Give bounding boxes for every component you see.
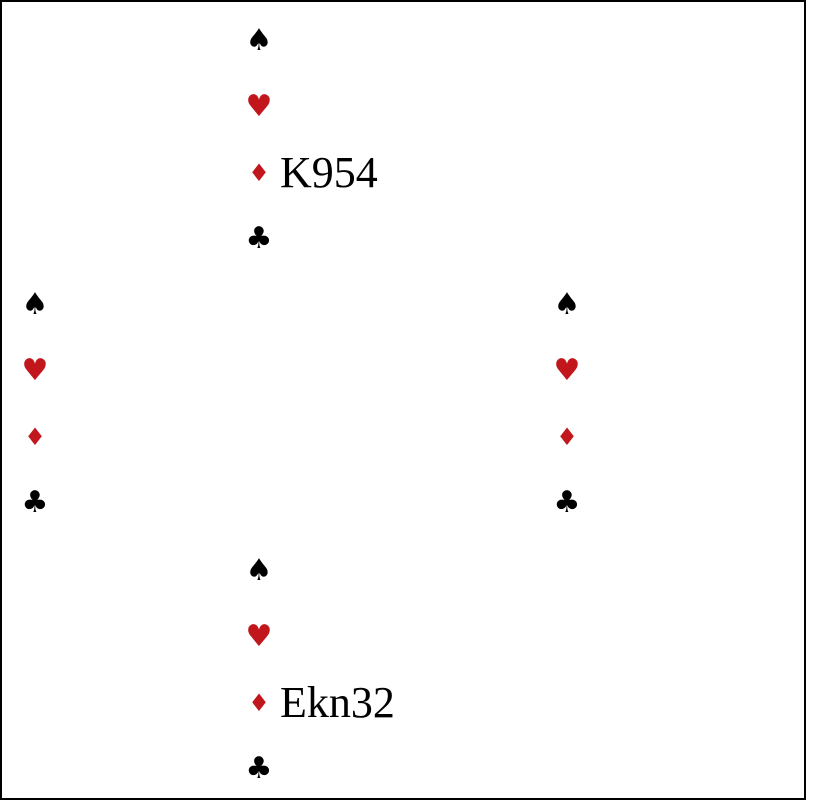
club-icon: ♣ [21, 485, 49, 520]
south-diamonds-cards: Ekn32 [280, 678, 395, 727]
spade-icon: ♠ [21, 287, 49, 322]
club-icon: ♣ [245, 751, 273, 786]
spade-icon: ♠ [245, 23, 273, 58]
spade-icon: ♠ [553, 287, 581, 322]
club-icon: ♣ [553, 485, 581, 520]
east-hearts-row: ♥ [552, 338, 588, 404]
west-diamonds-row: ♦ [20, 404, 56, 470]
north-hearts-row: ♥ [244, 74, 280, 140]
south-diamonds-row: ♦ Ekn32 [244, 670, 395, 736]
north-diamonds-cards: K954 [280, 148, 378, 197]
heart-icon: ♥ [21, 353, 49, 388]
east-spades-row: ♠ [552, 272, 588, 338]
south-spades-row: ♠ [244, 538, 280, 604]
heart-icon: ♥ [245, 619, 273, 654]
west-spades-row: ♠ [20, 272, 56, 338]
heart-icon: ♥ [245, 89, 273, 124]
spade-icon: ♠ [245, 553, 273, 588]
diamond-icon: ♦ [248, 159, 270, 187]
heart-icon: ♥ [553, 353, 581, 388]
north-diamonds-row: ♦ K954 [244, 140, 378, 206]
west-hearts-row: ♥ [20, 338, 56, 404]
west-clubs-row: ♣ [20, 470, 56, 536]
north-clubs-row: ♣ [244, 206, 280, 272]
diamond-icon: ♦ [24, 423, 46, 451]
club-icon: ♣ [245, 221, 273, 256]
east-diamonds-row: ♦ [552, 404, 588, 470]
diamond-icon: ♦ [248, 689, 270, 717]
south-clubs-row: ♣ [244, 736, 280, 802]
diamond-icon: ♦ [556, 423, 578, 451]
north-spades-row: ♠ [244, 8, 280, 74]
south-hearts-row: ♥ [244, 604, 280, 670]
east-clubs-row: ♣ [552, 470, 588, 536]
